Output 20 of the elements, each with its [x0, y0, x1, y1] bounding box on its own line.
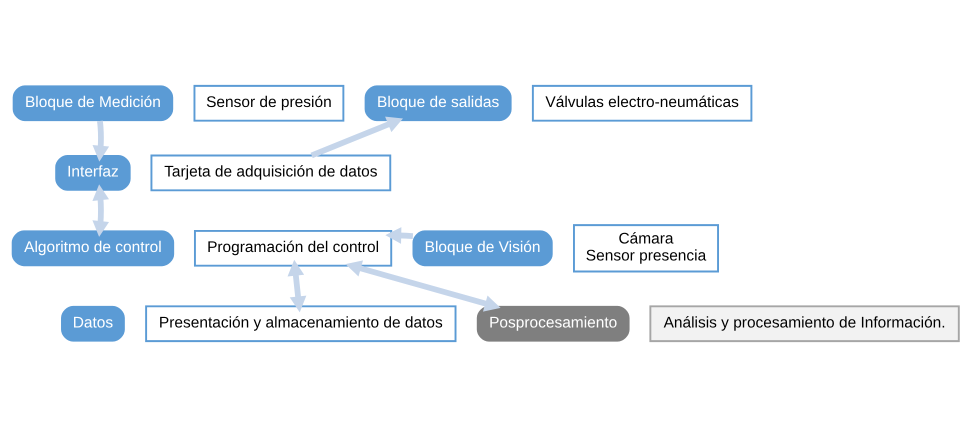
node-box: Bloque de Medición — [12, 85, 174, 122]
node-box: Presentación y almacenamiento de datos — [145, 305, 456, 342]
arrow — [345, 260, 501, 312]
node-box: Válvulas electro-neumáticas — [532, 84, 752, 122]
arrow — [385, 227, 414, 244]
node-box: Algoritmo de control — [12, 230, 174, 266]
node-box: Interfaz — [55, 155, 131, 191]
arrow — [92, 184, 110, 237]
node-box: Programación del control — [194, 230, 392, 267]
node-box: Análisis y procesamiento de Información. — [649, 305, 960, 342]
arrow — [310, 116, 403, 158]
node-box: Sensor de presión — [194, 84, 344, 122]
node-box: Tarjeta de adquisición de datos — [150, 154, 392, 192]
arrow — [288, 260, 306, 312]
arrow — [92, 120, 110, 162]
node-box: Bloque de salidas — [364, 85, 512, 122]
node-box: Posprocesamiento — [476, 306, 630, 342]
node-box: Datos — [61, 306, 125, 342]
node-box: Bloque de Visión — [412, 230, 553, 266]
node-box: Cámara Sensor presencia — [573, 224, 719, 272]
